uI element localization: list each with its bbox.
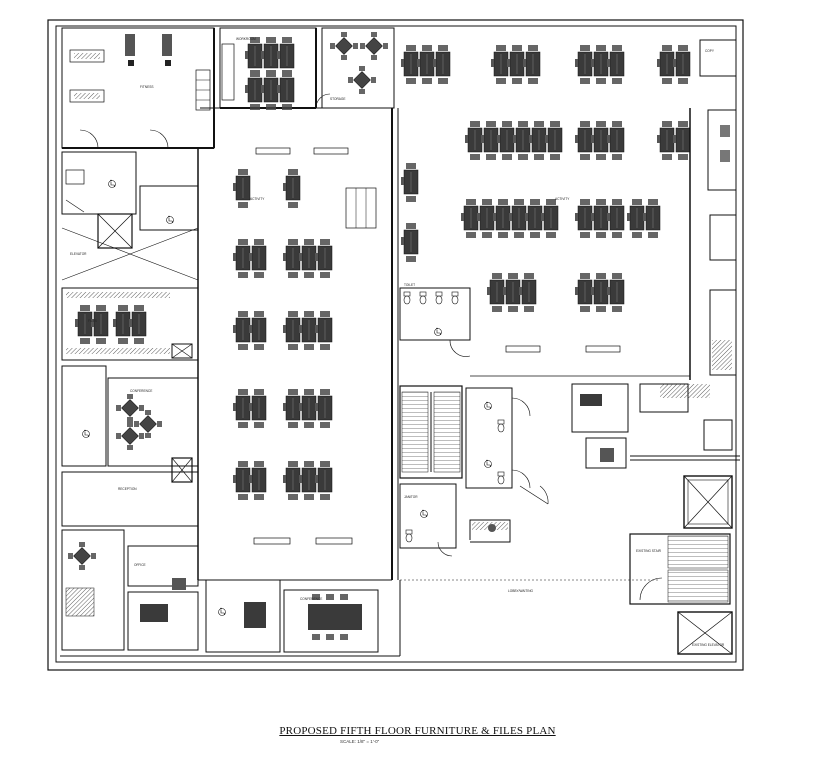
reception-label: RECEPTION <box>118 487 137 491</box>
activity-label-west: ACTIVITY <box>250 197 265 201</box>
east-service-rooms: COPY <box>689 39 737 380</box>
existing-elevator-label: EXISTING ELEVATOR <box>692 643 725 647</box>
existing-stair: EXISTING STAIR <box>629 533 731 605</box>
bottom-center-rooms: CONFERENCE <box>205 579 379 653</box>
conference-label-south: CONFERENCE <box>300 597 322 601</box>
storage-room: STORAGE <box>321 27 395 109</box>
lobby-label: LOBBY/WAITING <box>508 589 534 593</box>
toilet-label: TOILET <box>404 283 415 287</box>
existing-stair-label: EXISTING STAIR <box>636 549 662 553</box>
east-offices <box>505 345 740 469</box>
open-office-east: ACTIVITY <box>401 45 690 312</box>
storage-label: STORAGE <box>330 97 346 101</box>
exterior-walls <box>47 19 744 671</box>
office-label: OFFICE <box>134 563 146 567</box>
reception-desk <box>469 519 511 543</box>
drawing-title: PROPOSED FIFTH FLOOR FURNITURE & FILES P… <box>279 725 556 737</box>
conference-label: CONFERENCE <box>130 389 152 393</box>
drawing-scale: SCALE: 1/8" = 1'-0" <box>340 739 380 744</box>
elevator-label: ELEVATOR <box>70 252 87 256</box>
workroom: WORKROOM <box>219 27 317 110</box>
files-label: FILES <box>88 319 97 323</box>
lobby-area: LOBBY/WAITING <box>400 485 660 593</box>
activity-label-east: ACTIVITY <box>555 197 570 201</box>
central-core-walls <box>200 93 399 580</box>
open-office-west: ACTIVITY <box>233 147 377 545</box>
fitness-room: FITNESS <box>61 27 215 149</box>
core-side-desks <box>401 163 418 262</box>
existing-elevator-lower: EXISTING ELEVATOR <box>677 611 733 655</box>
core-restrooms: TOILET JANITOR <box>399 283 531 557</box>
workroom-label: WORKROOM <box>236 37 256 41</box>
west-rooms: ELEVATOR FILES CONFERENCE RECEPTION OFF <box>61 151 199 651</box>
janitor-label: JANITOR <box>404 495 418 499</box>
existing-elevator-upper <box>683 475 733 529</box>
fitness-label: FITNESS <box>140 85 153 89</box>
interior-partitions <box>60 148 690 657</box>
central-stair <box>399 385 463 479</box>
copy-label: COPY <box>705 49 715 53</box>
